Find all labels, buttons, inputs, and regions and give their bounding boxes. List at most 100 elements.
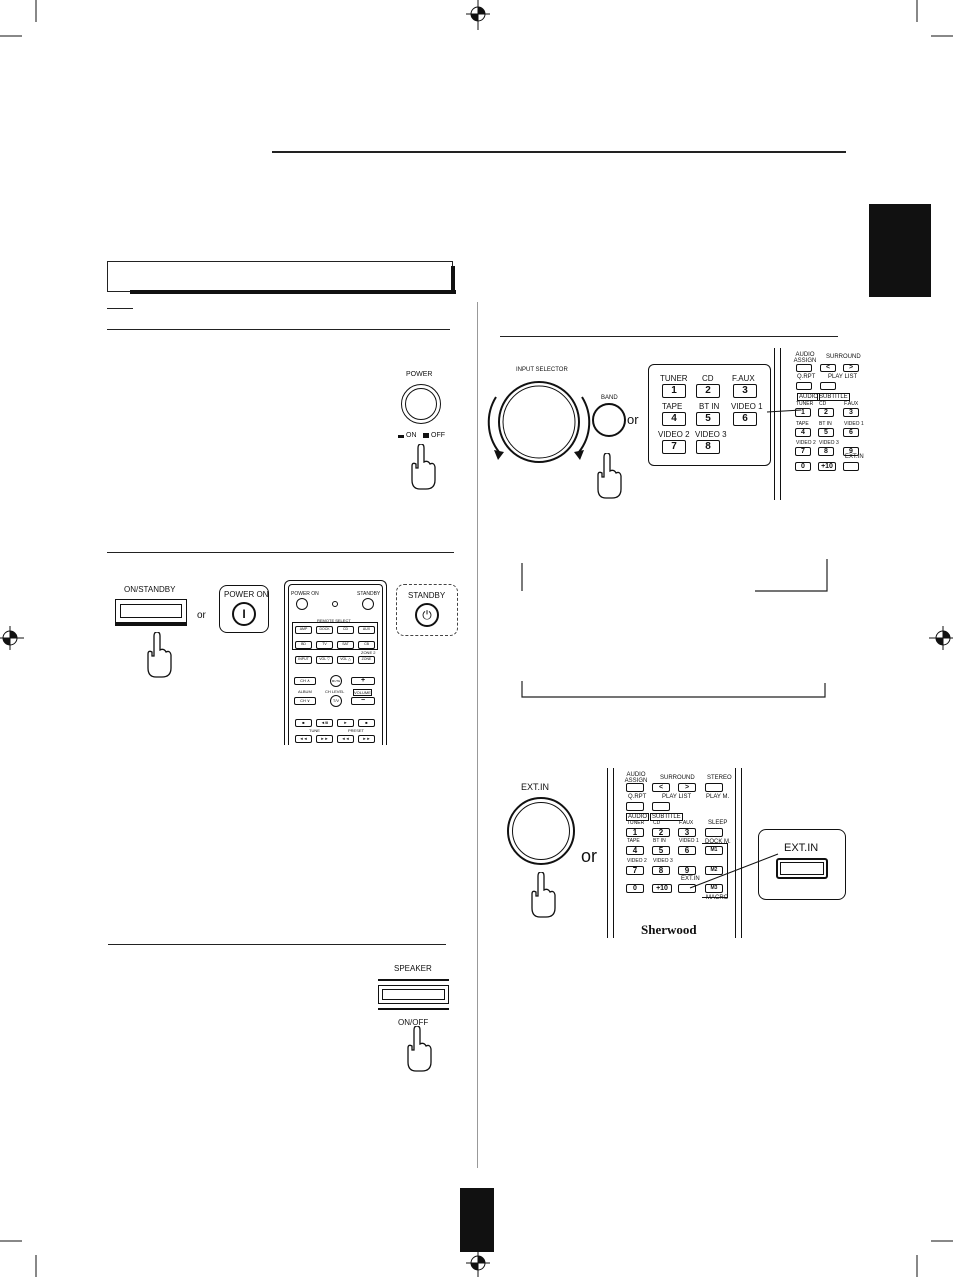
power-on-callout-button[interactable]: I xyxy=(232,602,256,626)
remote2-surround-left[interactable]: < xyxy=(652,783,670,792)
remote2-m1-button[interactable]: M1 xyxy=(705,846,723,855)
remote-ext-in-button[interactable] xyxy=(843,462,859,471)
keypad-button[interactable]: 6 xyxy=(733,412,757,426)
remote-vol-minus-button[interactable]: − xyxy=(351,697,375,705)
remote2-m3-button[interactable]: M3 xyxy=(705,884,723,893)
remote-key-button[interactable]: 3 xyxy=(843,408,859,417)
remote-zero-button[interactable]: 0 xyxy=(795,462,811,471)
power-off-indicator-icon xyxy=(423,433,429,438)
remote-transport1-button[interactable]: ■ xyxy=(295,719,312,727)
remote2-key-button[interactable]: 3 xyxy=(678,828,696,837)
remote2-key-button[interactable]: 6 xyxy=(678,846,696,855)
remote2-key-button[interactable]: 5 xyxy=(652,846,670,855)
remote2-plus10-button[interactable]: +10 xyxy=(652,884,672,893)
remote-row1-button[interactable]: AUX xyxy=(358,626,375,634)
remote-ch-down-button[interactable]: CH ∨ xyxy=(294,697,316,705)
remote-key-button[interactable]: 4 xyxy=(795,428,811,437)
keypad-button[interactable]: 7 xyxy=(662,440,686,454)
remote2-key-button[interactable]: 7 xyxy=(626,866,644,875)
remote2-sleep-button[interactable] xyxy=(705,828,723,837)
remote-mute-button[interactable]: MUTE xyxy=(330,675,342,687)
remote-play-list-button[interactable] xyxy=(820,382,836,390)
remote-row1-button[interactable]: AMP xyxy=(295,626,312,634)
band-button[interactable] xyxy=(592,403,626,437)
on-standby-button[interactable] xyxy=(115,599,187,623)
remote-audio-assign-button[interactable] xyxy=(796,364,812,372)
remote2-key-button[interactable]: 2 xyxy=(652,828,670,837)
remote-row1-button[interactable]: CD xyxy=(337,626,354,634)
remote-row3-button[interactable]: INPUT xyxy=(295,656,312,664)
hand-pointer-icon xyxy=(597,453,622,499)
ext-in-callout-button-inner xyxy=(780,862,824,875)
remote2-play-list-button[interactable] xyxy=(652,802,670,811)
remote-row2-button[interactable]: BD xyxy=(295,641,312,649)
remote-row2-button[interactable]: CB xyxy=(358,641,375,649)
remote-transport2-button[interactable]: ►► xyxy=(358,735,375,743)
keypad-button[interactable]: 5 xyxy=(696,412,720,426)
remote-audio: AUDIO xyxy=(797,393,821,401)
remote-key-button[interactable]: 7 xyxy=(795,447,811,456)
keypad-button[interactable]: 4 xyxy=(662,412,686,426)
remote2-sleep: SLEEP xyxy=(708,820,728,826)
input-selector-knob[interactable] xyxy=(484,372,594,472)
remote-row3-button[interactable]: VOL △ xyxy=(337,656,354,664)
remote-transport2-button[interactable]: ►► xyxy=(316,735,333,743)
note-box-brackets xyxy=(521,559,828,698)
remote2-key-button[interactable]: 8 xyxy=(652,866,670,875)
speaker-button[interactable] xyxy=(378,985,449,1004)
remote2-audio-assign-button[interactable] xyxy=(626,783,644,792)
remote-transport1-button[interactable]: ► xyxy=(337,719,354,727)
remote2-ext-in-button[interactable] xyxy=(678,884,696,893)
remote-key-label: TAPE xyxy=(796,421,809,427)
ext-in-callout-button[interactable] xyxy=(776,858,828,879)
brand-logo: Sherwood xyxy=(641,922,697,937)
remote2-m2-button[interactable]: M2 xyxy=(705,866,723,875)
remote2-key-button[interactable]: 9 xyxy=(678,866,696,875)
keypad-button[interactable]: 1 xyxy=(662,384,686,398)
remote-key-label: BT IN xyxy=(819,421,832,427)
keypad-button[interactable]: 8 xyxy=(696,440,720,454)
remote-key-button[interactable]: 9 xyxy=(843,447,859,456)
ext-in-callout-label: EXT.IN xyxy=(784,842,819,854)
remote2-key-button[interactable]: 4 xyxy=(626,846,644,855)
remote-transport1-button[interactable]: ■ xyxy=(358,719,375,727)
hand-pointer-icon xyxy=(531,872,556,918)
remote-tv-button[interactable]: T/V xyxy=(330,695,342,707)
remote-bottom-body xyxy=(607,768,742,938)
remote-q-rpt-button[interactable] xyxy=(796,382,812,390)
remote2-q-rpt-button[interactable] xyxy=(626,802,644,811)
remote-row2-button[interactable]: TV xyxy=(316,641,333,649)
remote-vol-plus-button[interactable]: + xyxy=(351,677,375,685)
remote-led-indicator xyxy=(332,601,338,607)
remote-key-button[interactable]: 2 xyxy=(818,408,834,417)
remote-plus10-button[interactable]: +10 xyxy=(818,462,836,471)
remote2-play-list: PLAY LIST xyxy=(662,794,692,800)
remote-transport2-button[interactable]: ◄◄ xyxy=(337,735,354,743)
remote-row2-button[interactable]: SAT xyxy=(337,641,354,649)
remote-row3-button[interactable]: VOL ▽ xyxy=(316,656,333,664)
remote2-zero-button[interactable]: 0 xyxy=(626,884,644,893)
remote2-stereo-button[interactable] xyxy=(705,783,723,792)
remote-row1-button[interactable]: DOCK xyxy=(316,626,333,634)
remote-transport1-button[interactable]: ◄/II xyxy=(316,719,333,727)
keypad-button[interactable]: 2 xyxy=(696,384,720,398)
remote-transport2-button[interactable]: ◄◄ xyxy=(295,735,312,743)
remote-key-label: TUNER xyxy=(796,401,814,407)
remote-surround-right[interactable]: > xyxy=(843,364,859,372)
remote-key-label: VIDEO 2 xyxy=(796,440,816,446)
remote-key-button[interactable]: 5 xyxy=(818,428,834,437)
remote-key-button[interactable]: 6 xyxy=(843,428,859,437)
remote-surround-left[interactable]: < xyxy=(820,364,836,372)
remote-power-on-button[interactable] xyxy=(296,598,308,610)
remote2-key-button[interactable]: 1 xyxy=(626,828,644,837)
remote-standby-label: STANDBY xyxy=(357,591,381,597)
standby-callout-button[interactable]: ⏻ xyxy=(415,603,439,627)
remote-standby-button[interactable] xyxy=(362,598,374,610)
remote-key-button[interactable]: 8 xyxy=(818,447,834,456)
remote2-surround-right[interactable]: > xyxy=(678,783,696,792)
keypad-button[interactable]: 3 xyxy=(733,384,757,398)
power-label: POWER xyxy=(406,371,433,378)
remote-key-button[interactable]: 1 xyxy=(795,408,811,417)
remote-ch-up-button[interactable]: CH ∧ xyxy=(294,677,316,685)
remote-row3-button[interactable]: ZONE xyxy=(358,656,375,664)
